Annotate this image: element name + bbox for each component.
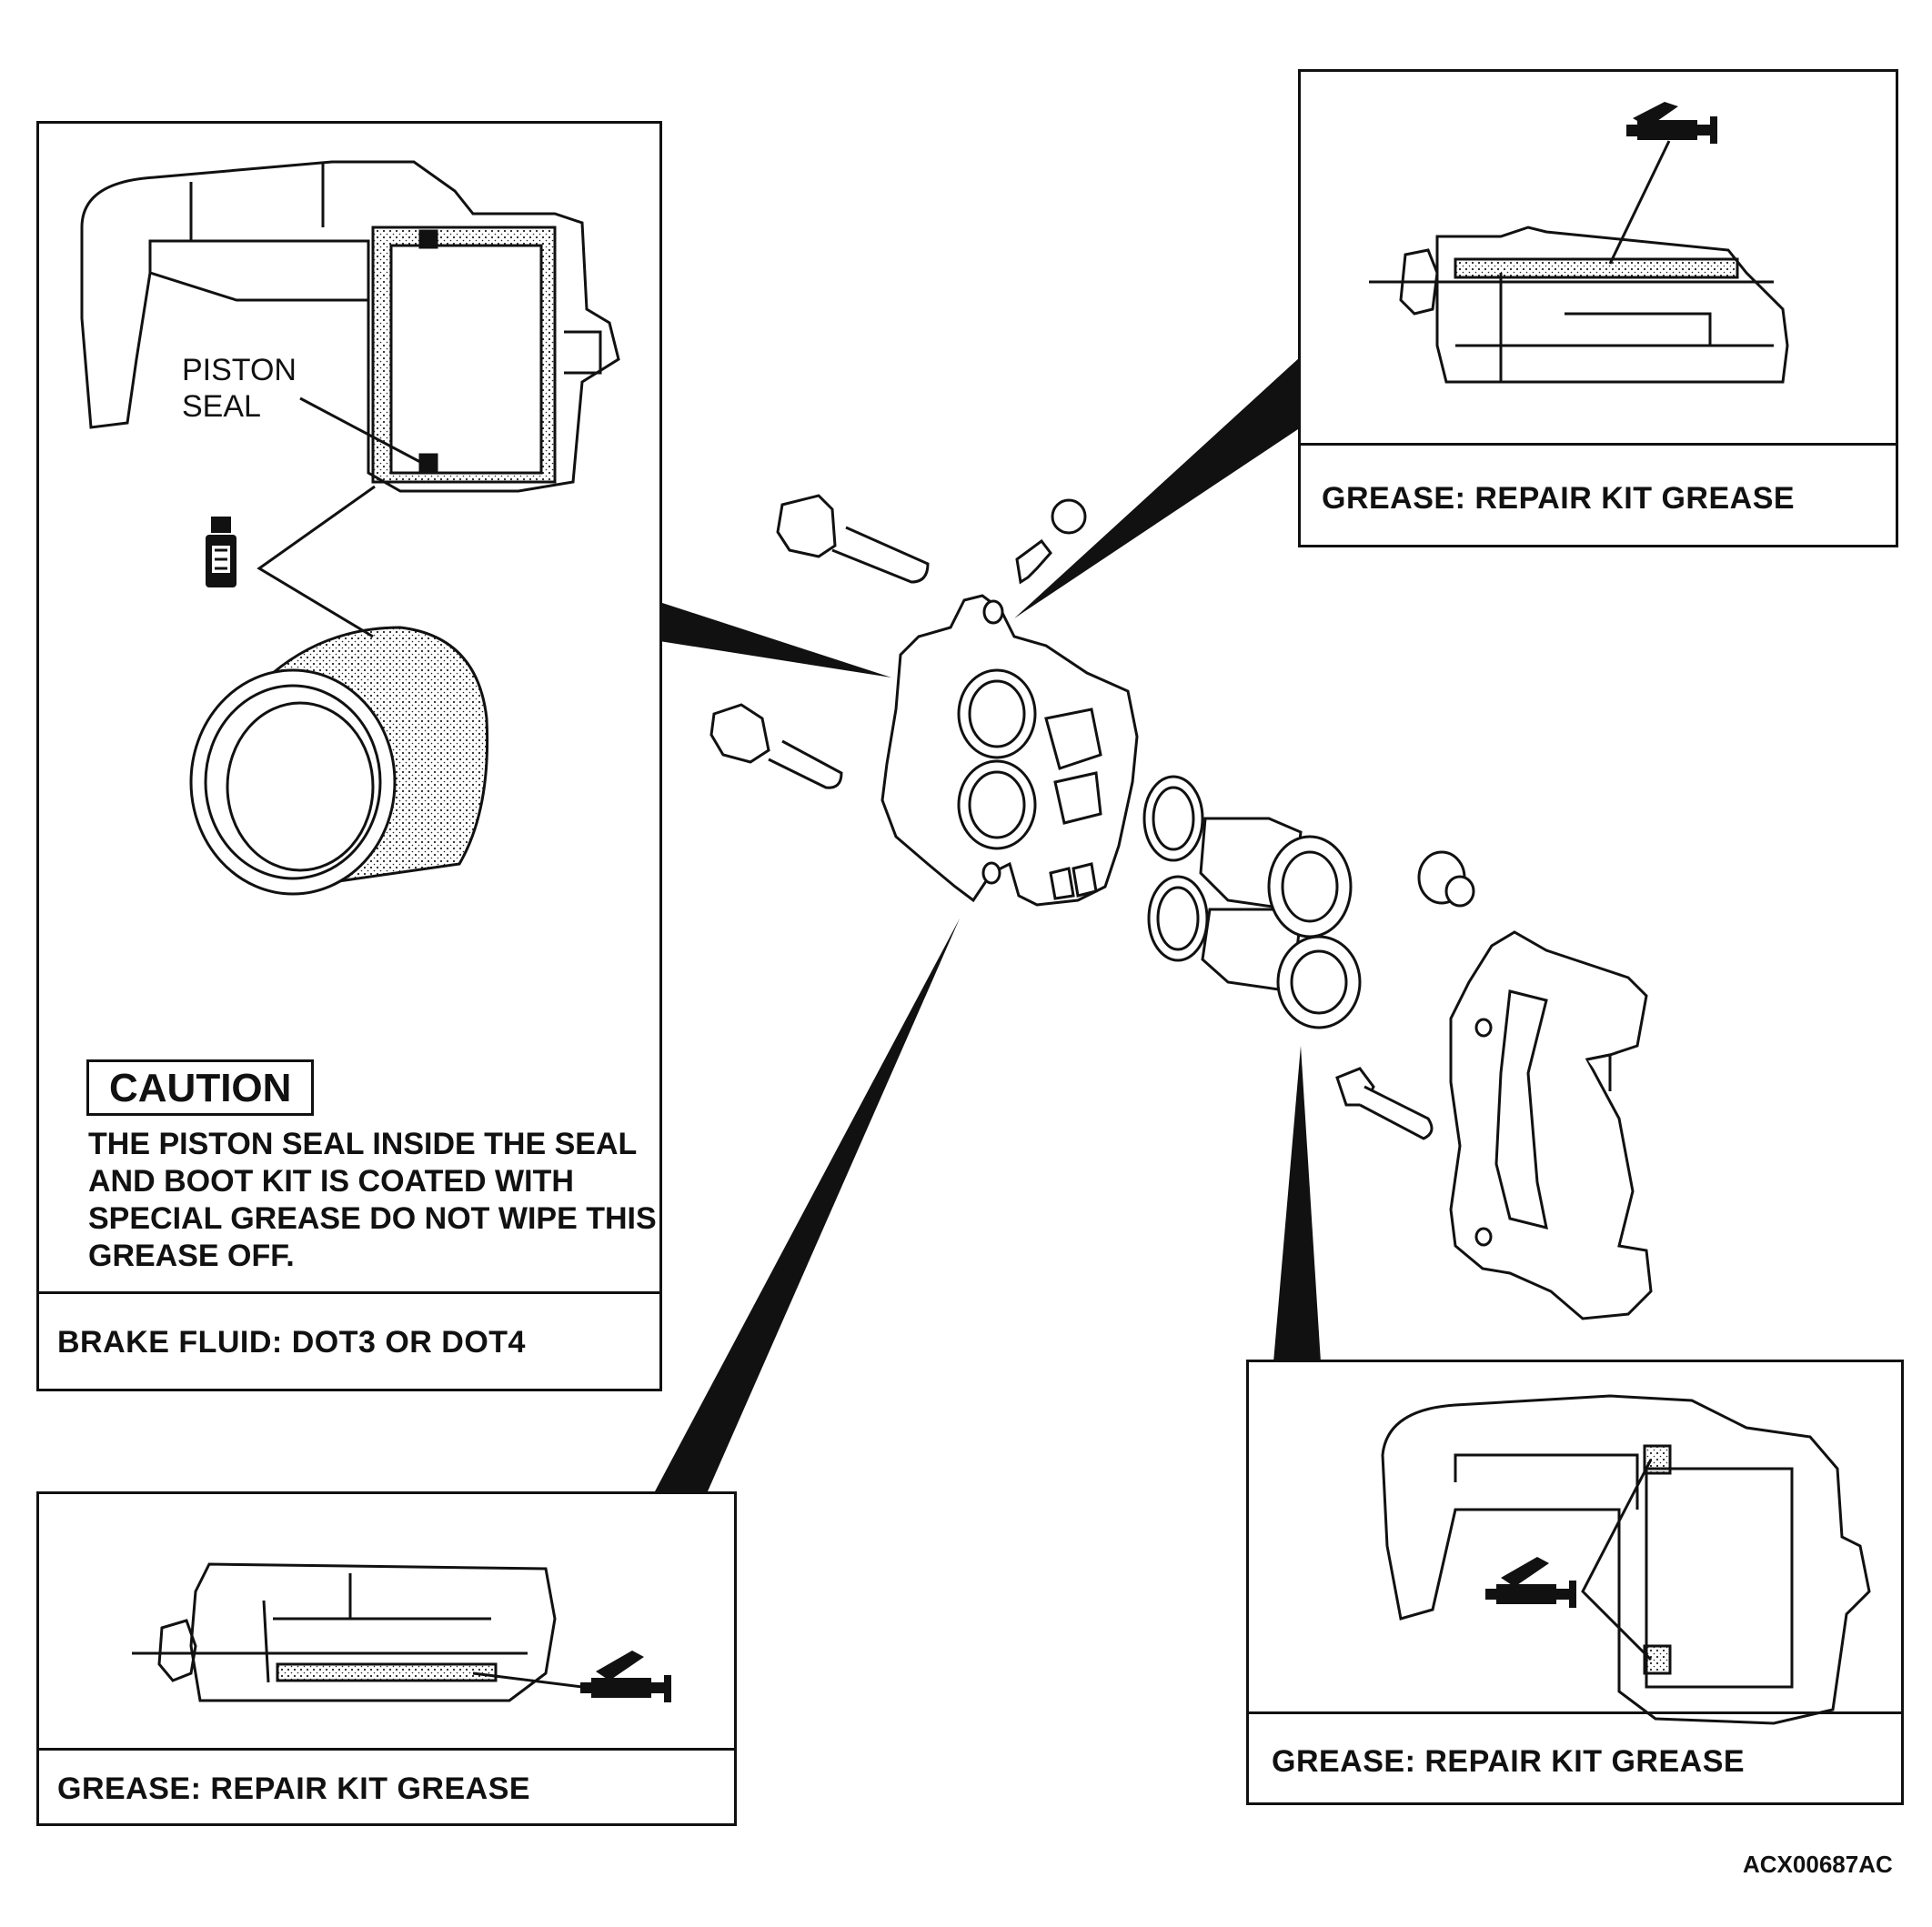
guide-pin-right: [1335, 1067, 1434, 1140]
piston-seal-label-line1: PISTON: [182, 353, 297, 387]
bottom-right-grease-caption: GREASE: REPAIR KIT GREASE: [1272, 1744, 1746, 1779]
piston-seal-panel-caption-box: [36, 1291, 662, 1391]
brake-fluid-bottle-icon: [206, 517, 236, 587]
guide-pin-lower: [709, 703, 843, 789]
dust-cap: [1417, 850, 1475, 908]
piston-seal-leader: [257, 396, 421, 638]
caliper-cross-section: [80, 160, 620, 493]
bottom-right-caliper-drawing: [1381, 1394, 1871, 1725]
bleeder-screw: [1015, 498, 1087, 585]
brake-fluid-caption: BRAKE FLUID: DOT3 OR DOT4: [57, 1325, 526, 1360]
figure-code: ACX00687AC: [1743, 1851, 1893, 1878]
bottom-left-caliper-drawing: [132, 1562, 557, 1702]
bottom-right-caption-box: [1246, 1711, 1904, 1805]
grease-leader-bottom-right: [1581, 1459, 1653, 1661]
guide-pin-upper: [776, 494, 930, 584]
piston-seals-and-pistons: [1142, 775, 1362, 1029]
grease-gun-icon: [1626, 102, 1717, 144]
piston-seal-label-line2: SEAL: [182, 389, 261, 424]
caliper-body: [880, 594, 1139, 907]
grease-gun-icon: [580, 1651, 671, 1702]
grease-leader-bottom-left: [472, 1671, 583, 1689]
caliper-support-bracket: [1449, 930, 1653, 1320]
top-right-grease-caption: GREASE: REPAIR KIT GREASE: [1322, 481, 1796, 516]
bottom-left-grease-caption: GREASE: REPAIR KIT GREASE: [57, 1771, 531, 1806]
bottom-left-caption-box: [36, 1748, 737, 1826]
top-right-caption-box: [1298, 443, 1898, 547]
callout-wedges: [655, 356, 1321, 1491]
caution-title: CAUTION: [86, 1059, 315, 1116]
caution-text: THE PISTON SEAL INSIDE THE SEAL AND BOOT…: [88, 1127, 657, 1273]
top-right-caliper-drawing: [1369, 226, 1789, 384]
grease-gun-icon: [1485, 1557, 1576, 1608]
piston-drawing: [189, 626, 489, 896]
grease-leader-top-right: [1608, 140, 1671, 265]
